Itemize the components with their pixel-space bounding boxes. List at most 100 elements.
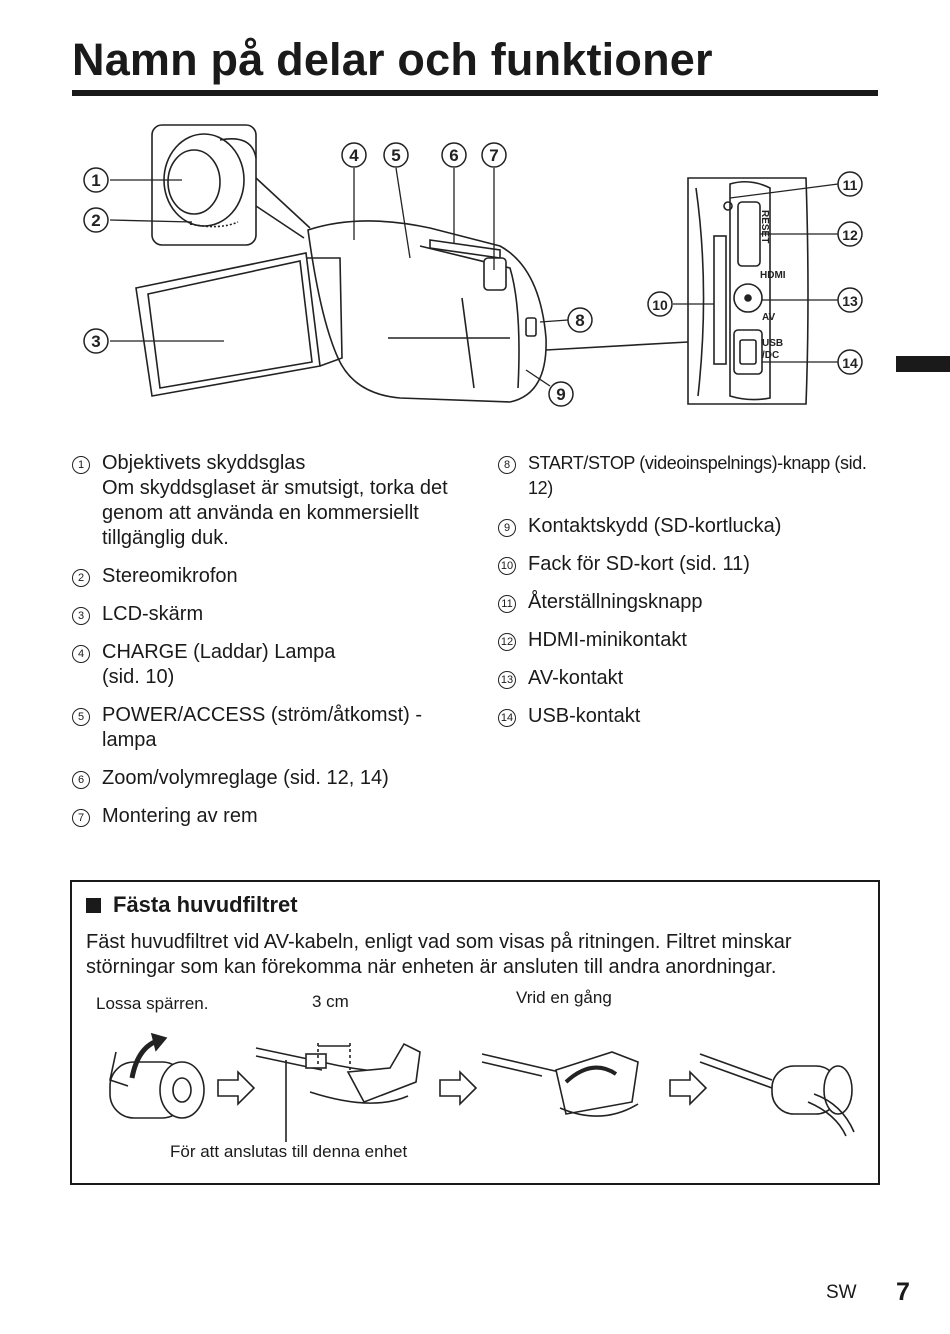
list-item: 5 POWER/ACCESS (ström/åtkomst) -lampa [72, 703, 472, 753]
callout-3 [83, 328, 109, 354]
part-name: Återställningsknapp [528, 591, 703, 613]
connect-label: För att anslutas till denna enhet [170, 1142, 408, 1161]
hdmi-port-label: HDMI [760, 270, 786, 281]
callout-14 [837, 349, 863, 375]
list-item: 10 Fack för SD-kort (sid. 11) [498, 552, 878, 577]
item-number: 13 [498, 671, 516, 689]
parts-list-left: 1 Objektivets skyddsglas Om skyddsglaset… [72, 451, 472, 829]
parts-list-right: 8 START/STOP (videoinspelnings)-knapp (s… [498, 451, 878, 729]
lcd-screen-icon [135, 252, 321, 397]
item-number: 4 [72, 645, 90, 663]
callout-7 [481, 142, 507, 168]
callout-4 [341, 142, 367, 168]
callout-label-14: 14 [842, 355, 858, 371]
list-item: 13 AV-kontakt [498, 666, 878, 691]
item-number: 8 [498, 456, 516, 474]
part-name: USB-kontakt [528, 705, 641, 727]
callout-1 [83, 167, 109, 193]
reset-port-label: RESET [759, 210, 770, 243]
item-number: 14 [498, 709, 516, 727]
part-name: Objektivets skyddsglas [102, 452, 306, 474]
page-number: 7 [896, 1278, 910, 1306]
item-number: 1 [72, 456, 90, 474]
callout-label-12: 12 [842, 227, 858, 243]
next-step-arrow-icon [439, 1070, 478, 1106]
item-number: 5 [72, 708, 90, 726]
av-port-label: AV [762, 312, 775, 323]
list-item: 7 Montering av rem [72, 804, 472, 829]
callout-9 [548, 381, 574, 407]
list-item: 9 Kontaktskydd (SD-kortlucka) [498, 514, 878, 539]
title-rule [72, 90, 878, 96]
callout-label-6: 6 [449, 146, 458, 165]
item-number: 7 [72, 809, 90, 827]
item-number: 6 [72, 771, 90, 789]
list-item: 1 Objektivets skyddsglas Om skyddsglaset… [72, 451, 472, 551]
reset-button-icon [723, 201, 733, 211]
section-tab-marker [896, 356, 950, 372]
filter-steps-illustration [109, 1032, 855, 1142]
distance-label: 3 cm [312, 992, 349, 1011]
callout-12 [837, 221, 863, 247]
item-number: 11 [498, 595, 516, 613]
part-name: START/STOP (videoinspelnings)-knapp (sid… [528, 453, 867, 498]
callout-13 [837, 287, 863, 313]
callout-label-3: 3 [91, 332, 100, 351]
callout-label-1: 1 [91, 171, 100, 190]
callout-2 [83, 207, 109, 233]
part-name: Fack för SD-kort (sid. 11) [528, 553, 750, 575]
list-item: 14 USB-kontakt [498, 704, 878, 729]
callout-label-4: 4 [349, 146, 359, 165]
dc-port-label: /DC [762, 350, 779, 361]
list-item: 3 LCD-skärm [72, 602, 472, 627]
callout-label-5: 5 [391, 146, 400, 165]
callout-6 [441, 142, 467, 168]
callout-11 [837, 171, 863, 197]
list-item: 6 Zoom/volymreglage (sid. 12, 14) [72, 766, 472, 791]
strap-mount-icon [483, 257, 507, 291]
callout-label-10: 10 [652, 297, 668, 313]
part-name: POWER/ACCESS (ström/åtkomst) -lampa [102, 704, 423, 751]
part-name: CHARGE (Laddar) Lampa (sid. 10) [102, 641, 336, 688]
cable-with-filter-icon [255, 1040, 421, 1104]
port-panel-icon [687, 177, 809, 405]
part-name: AV-kontakt [528, 667, 624, 689]
part-note: Om skyddsglaset är smutsigt, torka det g… [102, 477, 448, 549]
list-item: 8 START/STOP (videoinspelnings)-knapp (s… [498, 451, 878, 501]
filter-closed-icon [109, 1051, 205, 1119]
item-number: 12 [498, 633, 516, 651]
callout-label-2: 2 [91, 211, 100, 230]
callout-8 [567, 307, 593, 333]
part-name: Stereomikrofon [102, 565, 238, 587]
wrap-label: Vrid en gång [516, 988, 612, 1007]
callout-5 [383, 142, 409, 168]
part-name: Kontaktskydd (SD-kortlucka) [528, 515, 782, 537]
item-number: 2 [72, 569, 90, 587]
filter-attached-icon [699, 1053, 855, 1137]
sd-card-slot-icon [713, 235, 727, 365]
callout-label-8: 8 [575, 311, 584, 330]
callout-10 [647, 291, 673, 317]
callout-label-13: 13 [842, 293, 858, 309]
camcorder-illustration: RESET HDMI AV USB /DC [83, 124, 863, 407]
list-item: 12 HDMI-minikontakt [498, 628, 878, 653]
language-code: SW [826, 1282, 857, 1303]
av-port-icon [733, 283, 763, 313]
core-filter-section: Fästa huvudfiltret Fäst huvudfiltret vid… [70, 880, 880, 1185]
unlock-label: Lossa spärren. [96, 994, 209, 1013]
filter-wrap-icon [481, 1051, 639, 1117]
section-heading: Fästa huvudfiltret [86, 892, 298, 918]
list-item: 4 CHARGE (Laddar) Lampa (sid. 10) [72, 640, 472, 690]
page-title: Namn på delar och funktioner [72, 34, 713, 85]
part-name: Montering av rem [102, 805, 258, 827]
next-step-arrow-icon [217, 1070, 256, 1106]
section-heading-text: Fästa huvudfiltret [113, 892, 298, 917]
lens-glass-icon [167, 149, 221, 215]
list-item: 11 Återställningsknapp [498, 590, 878, 615]
usb-port-label: USB [762, 338, 783, 349]
item-number: 10 [498, 557, 516, 575]
callout-label-7: 7 [489, 146, 498, 165]
item-number: 3 [72, 607, 90, 625]
lens-inset-frame [151, 124, 257, 246]
section-description: Fäst huvudfiltret vid AV-kabeln, enligt … [86, 931, 792, 978]
